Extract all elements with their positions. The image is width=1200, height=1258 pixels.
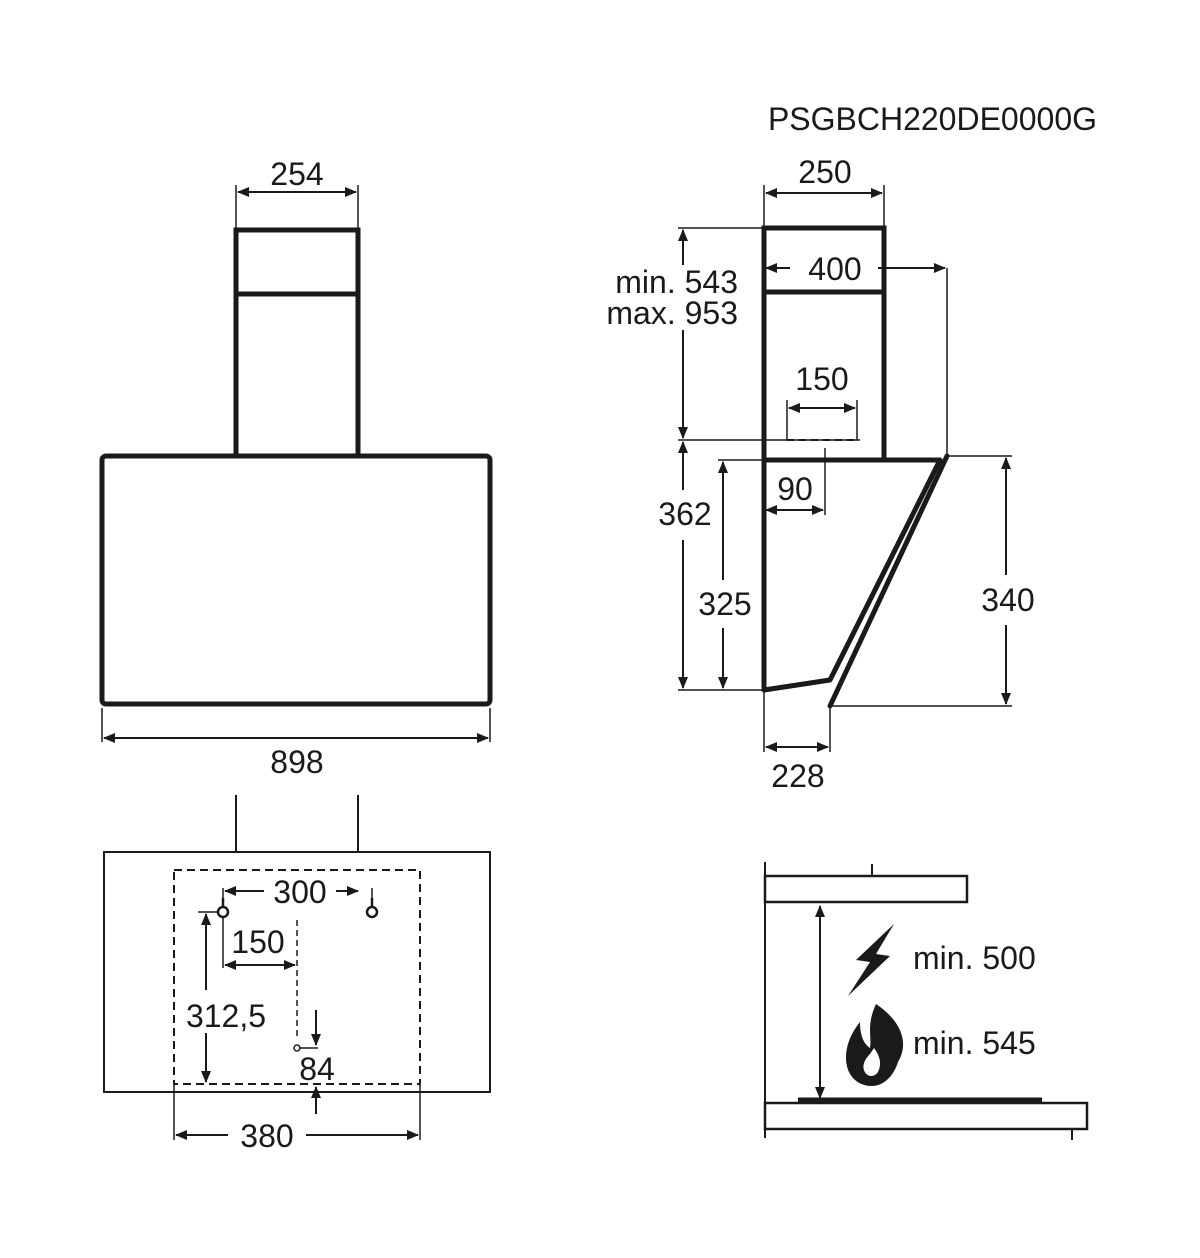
bracket-offset-label: 150	[231, 924, 284, 960]
chimney-width-label: 254	[270, 156, 323, 192]
flame-icon	[846, 1004, 904, 1086]
hood-height-label: 362	[658, 496, 711, 532]
outlet-offset-label: 90	[777, 471, 813, 507]
gas-clearance-label: min. 545	[913, 1025, 1036, 1061]
chimney-depth-label: 250	[798, 154, 851, 190]
outlet-width-label: 150	[795, 361, 848, 397]
bracket-height-label: 312,5	[186, 998, 266, 1034]
electric-clearance-label: min. 500	[913, 940, 1036, 976]
hood-bottom-edge	[763, 874, 969, 904]
bracket-hole-left	[216, 905, 230, 919]
rear-height-label: 325	[698, 586, 751, 622]
model-code: PSGBCH220DE0000G	[768, 101, 1097, 137]
mounting-outline	[103, 851, 491, 1093]
side-view	[678, 185, 1012, 752]
flame-icon-inner	[863, 1048, 881, 1076]
mounting-view	[103, 795, 491, 1140]
bracket-hole-right	[365, 905, 379, 919]
front-hood-panel	[99, 453, 493, 707]
mounting-template-dashed	[173, 869, 421, 1085]
lightning-icon	[848, 924, 894, 996]
hood-width-label: 898	[270, 744, 323, 780]
side-glass-panel	[827, 453, 950, 709]
chimney-height-min-label: min. 543	[615, 264, 738, 300]
bracket-spacing-label: 300	[273, 874, 326, 910]
bottom-depth-label: 228	[771, 758, 824, 794]
cooktop	[763, 1101, 1089, 1131]
side-hood-body	[761, 457, 943, 693]
front-view	[99, 185, 493, 743]
top-depth-label: 400	[808, 251, 861, 287]
front-chimney-upper	[233, 227, 361, 297]
front-height-label: 340	[981, 582, 1034, 618]
clearance-view	[763, 862, 1089, 1140]
front-chimney-lower	[233, 291, 361, 459]
screw-height-label: 84	[299, 1051, 335, 1087]
template-width-label: 380	[240, 1118, 293, 1154]
chimney-height-max-label: max. 953	[606, 295, 738, 331]
